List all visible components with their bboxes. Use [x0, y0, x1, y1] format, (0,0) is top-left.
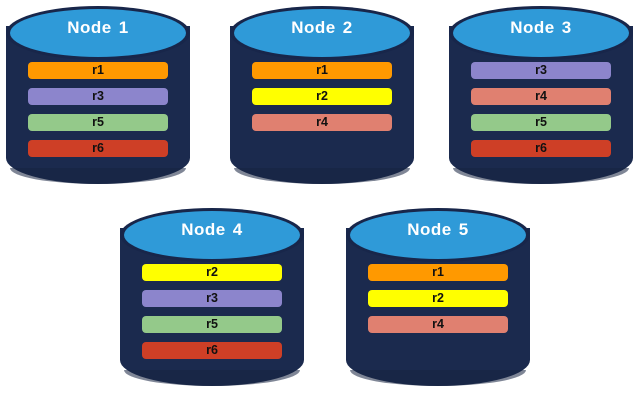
record-bar[interactable]: r6: [28, 140, 168, 157]
record-bar[interactable]: r3: [142, 290, 282, 307]
record-list: r1 r2 r4: [368, 264, 508, 342]
cylinder-top-rim: [449, 6, 633, 60]
record-bar[interactable]: r5: [142, 316, 282, 333]
cylinder-top-surface: [10, 9, 186, 57]
record-list: r3 r4 r5 r6: [471, 62, 611, 166]
record-bar[interactable]: r2: [252, 88, 392, 105]
cylinder-top-rim: [120, 208, 304, 262]
record-bar[interactable]: r5: [471, 114, 611, 131]
record-bar[interactable]: r6: [471, 140, 611, 157]
cylinder-top-rim: [346, 208, 530, 262]
cylinder-top-surface: [124, 211, 300, 259]
record-list: r2 r3 r5 r6: [142, 264, 282, 368]
record-bar[interactable]: r5: [28, 114, 168, 131]
record-bar[interactable]: r3: [28, 88, 168, 105]
record-bar[interactable]: r2: [142, 264, 282, 281]
record-list: r1 r2 r4: [252, 62, 392, 140]
record-bar[interactable]: r4: [368, 316, 508, 333]
cylinder-top-surface: [234, 9, 410, 57]
cylinder-top-rim: [230, 6, 414, 60]
record-bar[interactable]: r3: [471, 62, 611, 79]
cylinder-top-rim: [6, 6, 190, 60]
record-bar[interactable]: r1: [252, 62, 392, 79]
cylinder-top-surface: [453, 9, 629, 57]
record-list: r1 r3 r5 r6: [28, 62, 168, 166]
record-bar[interactable]: r1: [28, 62, 168, 79]
record-bar[interactable]: r2: [368, 290, 508, 307]
record-bar[interactable]: r4: [471, 88, 611, 105]
record-bar[interactable]: r4: [252, 114, 392, 131]
cylinder-top-surface: [350, 211, 526, 259]
record-bar[interactable]: r1: [368, 264, 508, 281]
record-bar[interactable]: r6: [142, 342, 282, 359]
